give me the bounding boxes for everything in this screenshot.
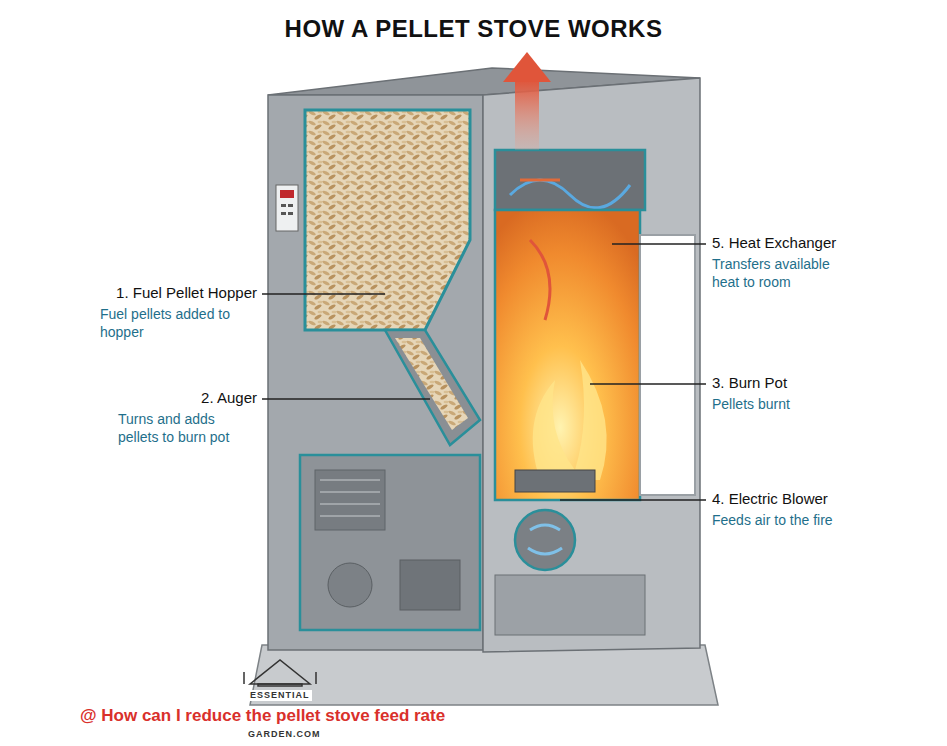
callout-description: Feeds air to the fire — [712, 512, 882, 530]
callout-description: Pellets burnt — [712, 396, 862, 414]
callout-heading: 3. Burn Pot — [712, 374, 787, 393]
callout-description: Fuel pellets added to hopper — [100, 306, 250, 341]
callout-heading: 4. Electric Blower — [712, 490, 828, 509]
callout-heading: 1. Fuel Pellet Hopper — [116, 284, 257, 303]
diagram-title: HOW A PELLET STOVE WORKS — [0, 14, 947, 44]
callout-heading: 5. Heat Exchanger — [712, 234, 836, 253]
callout-description: Turns and adds pellets to burn pot — [118, 411, 258, 446]
callout-heading: 2. Auger — [201, 389, 257, 408]
watermark-text: ESSENTIAL — [248, 690, 312, 701]
callout-description: Transfers available heat to room — [712, 256, 852, 291]
watermark-text: GARDEN.COM — [246, 729, 323, 740]
watermark-caption: @ How can I reduce the pellet stove feed… — [80, 705, 445, 726]
